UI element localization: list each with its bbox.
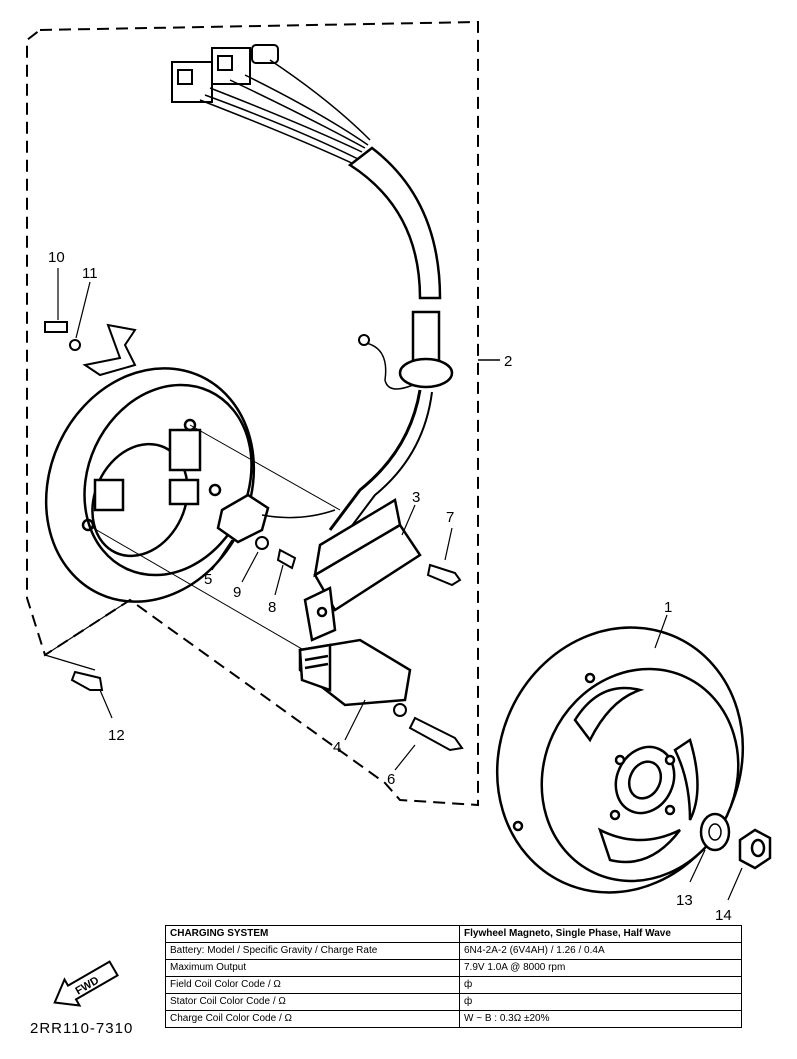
charging-system-spec-table: CHARGING SYSTEM Flywheel Magneto, Single… [165, 925, 742, 1028]
callout-leader-9 [241, 551, 259, 583]
screw-icon [70, 536, 464, 752]
wire-harness [199, 59, 371, 166]
callout-1: 1 [664, 599, 672, 616]
spec-label: Stator Coil Color Code / Ω [165, 993, 460, 1011]
lighting-coil-icon [303, 498, 422, 642]
callout-leader-4 [344, 699, 366, 741]
callout-11: 11 [82, 265, 98, 282]
spec-value: ф [459, 976, 742, 994]
callout-leader-11 [75, 281, 91, 339]
spec-value: ф [459, 993, 742, 1011]
harness-lower [328, 389, 422, 531]
spec-row: Stator Coil Color Code / Ω ф [165, 993, 742, 1011]
callout-leader-12b [99, 689, 113, 719]
spec-label: Field Coil Color Code / Ω [165, 976, 460, 994]
callout-leader-7 [444, 527, 453, 561]
callout-8: 8 [268, 599, 276, 616]
callout-10: 10 [48, 249, 65, 266]
spec-header-value: Flywheel Magneto, Single Phase, Half Wav… [459, 925, 742, 943]
small-bolt-icon [44, 321, 68, 333]
callout-13: 13 [676, 892, 693, 909]
callout-leader-13 [689, 849, 706, 883]
ground-terminal-icon [358, 334, 370, 346]
spec-header-label: CHARGING SYSTEM [165, 925, 460, 943]
callout-12: 12 [108, 727, 125, 744]
wire-sheath [347, 146, 442, 300]
coil-lead-wire [261, 509, 336, 519]
alignment-line [189, 424, 341, 511]
spec-row: Battery: Model / Specific Gravity / Char… [165, 942, 742, 960]
stator-base-plate [44, 367, 256, 603]
bracket-icon [82, 323, 137, 377]
callout-5: 5 [204, 571, 212, 588]
spec-row: Maximum Output 7.9V 1.0A @ 8000 rpm [165, 959, 742, 977]
callout-9: 9 [233, 584, 241, 601]
rubber-grommet [398, 357, 454, 389]
callout-leader-12 [43, 599, 131, 671]
charge-coil-icon [298, 638, 412, 707]
callout-leader-1 [654, 614, 668, 649]
spec-header-row: CHARGING SYSTEM Flywheel Magneto, Single… [165, 925, 742, 943]
callout-3: 3 [412, 489, 420, 506]
reference-code: 2RR110-7310 [30, 1020, 134, 1037]
spec-value: 7.9V 1.0A @ 8000 rpm [459, 959, 742, 977]
washer-icon [69, 339, 81, 351]
callout-leader-3 [401, 504, 416, 536]
ground-wire [359, 341, 414, 390]
washer-13-hole [708, 823, 722, 841]
callout-7: 7 [446, 509, 454, 526]
spec-value: W ~ B : 0.3Ω ±20% [459, 1010, 742, 1028]
callout-14: 14 [715, 907, 732, 924]
flywheel-rotor-icon [495, 626, 745, 894]
nut-14-icon [738, 828, 772, 870]
source-coil-icon [216, 493, 270, 544]
harness-lower-2 [344, 391, 433, 536]
spec-row: Charge Coil Color Code / Ω W ~ B : 0.3Ω … [165, 1010, 742, 1028]
wire-connector-icon [171, 44, 279, 103]
spec-label: Battery: Model / Specific Gravity / Char… [165, 942, 460, 960]
spec-label: Charge Coil Color Code / Ω [165, 1010, 460, 1028]
callout-leader-8 [274, 564, 284, 596]
spec-label: Maximum Output [165, 959, 460, 977]
callout-6: 6 [387, 771, 395, 788]
wire-sheath-lower [411, 310, 441, 366]
spec-value: 6N4-2A-2 (6V4AH) / 1.26 / 0.4A [459, 942, 742, 960]
assembly-boundary [26, 20, 479, 807]
callout-leader-6 [394, 744, 416, 771]
callout-leader-14 [727, 867, 743, 901]
callout-4: 4 [333, 739, 341, 756]
callout-leader-5 [211, 539, 233, 571]
callout-2: 2 [504, 353, 512, 370]
spec-row: Field Coil Color Code / Ω ф [165, 976, 742, 994]
fwd-arrow-icon: FWD [53, 960, 119, 1007]
